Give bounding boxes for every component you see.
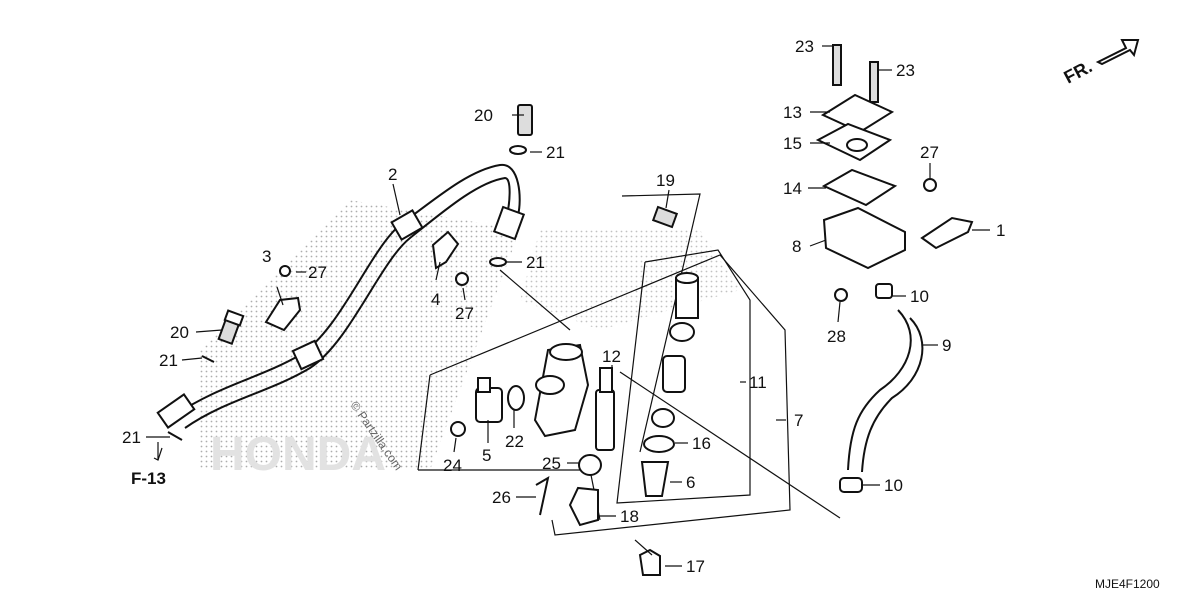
- piston-set-11: [640, 272, 699, 497]
- callout-labels: 20 21 21 2 27 3 4 27 20 21 21 F-13 24 5 …: [122, 37, 1160, 591]
- callout-2: 2: [388, 165, 397, 184]
- callout-4: 4: [431, 290, 440, 309]
- callout-19: 19: [656, 171, 675, 190]
- forward-label: FR.: [1060, 56, 1095, 87]
- ref-label: F-13: [131, 469, 166, 488]
- reservoir-hose-9: [839, 309, 924, 493]
- callout-21a: 21: [546, 143, 565, 162]
- left-hardware: [153, 104, 533, 461]
- callout-14: 14: [783, 179, 802, 198]
- callout-23a: 23: [795, 37, 814, 56]
- callout-18: 18: [620, 507, 639, 526]
- callout-16: 16: [692, 434, 711, 453]
- callout-28: 28: [827, 327, 846, 346]
- callout-26: 26: [492, 488, 511, 507]
- callout-21b: 21: [526, 253, 545, 272]
- forward-arrow-icon: [1095, 39, 1140, 66]
- callout-21d: 21: [122, 428, 141, 447]
- callout-25: 25: [542, 454, 561, 473]
- callout-22: 22: [505, 432, 524, 451]
- watermark-logo-text: HONDA: [210, 428, 386, 481]
- callout-24: 24: [443, 456, 462, 475]
- callout-8: 8: [792, 237, 801, 256]
- callout-15: 15: [783, 134, 802, 153]
- callout-12: 12: [602, 347, 621, 366]
- diagram-code: MJE4F1200: [1095, 577, 1160, 591]
- brake-hose-2: [156, 163, 526, 429]
- callout-6: 6: [686, 473, 695, 492]
- forward-direction-indicator: FR.: [1060, 39, 1140, 88]
- callout-27b: 27: [455, 304, 474, 323]
- callout-20b: 20: [170, 323, 189, 342]
- callout-7: 7: [794, 411, 803, 430]
- callout-21c: 21: [159, 351, 178, 370]
- callout-27c: 27: [920, 143, 939, 162]
- callout-17: 17: [686, 557, 705, 576]
- callout-1: 1: [996, 221, 1005, 240]
- callout-10b: 10: [884, 476, 903, 495]
- callout-27a: 27: [308, 263, 327, 282]
- reservoir-assembly: [815, 44, 974, 302]
- master-cylinder-assembly: [450, 205, 679, 576]
- callout-3: 3: [262, 247, 271, 266]
- callout-9: 9: [942, 336, 951, 355]
- callout-10a: 10: [910, 287, 929, 306]
- callout-13: 13: [783, 103, 802, 122]
- callout-20a: 20: [474, 106, 493, 125]
- callout-5: 5: [482, 446, 491, 465]
- callout-11: 11: [749, 373, 767, 392]
- callout-23b: 23: [896, 61, 915, 80]
- leader-lines: [146, 45, 990, 567]
